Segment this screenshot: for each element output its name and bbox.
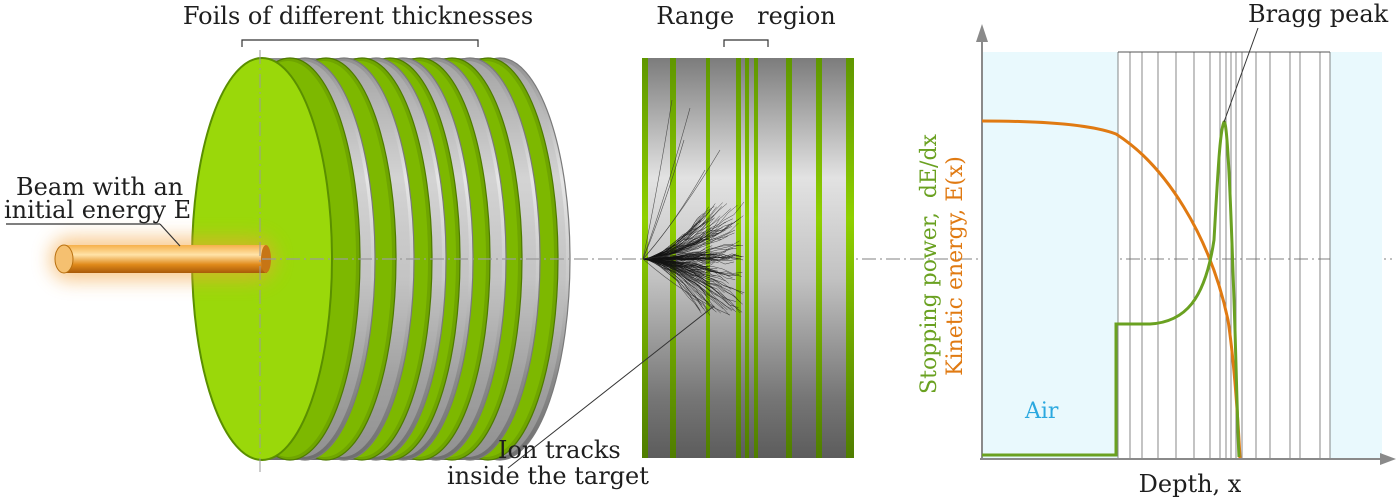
ion-tracks-label-line2: inside the target [447, 462, 649, 490]
ion-tracks-leader [507, 305, 715, 469]
green-foil-strip [642, 58, 648, 458]
green-foil-strip [736, 58, 741, 458]
bragg-curve-chart: Bragg peak Air Depth, x Stopping power, … [917, 0, 1396, 498]
ion-beam [50, 237, 275, 281]
metal-foil-strip [758, 58, 786, 458]
range-region-label: Range region [656, 2, 835, 30]
metal-foil-strip [792, 58, 816, 458]
foils-label: Foils of different thicknesses [183, 2, 533, 30]
metal-foil-strip [749, 58, 754, 458]
kinetic-energy-curve [981, 119, 1242, 459]
beam-label-line1: Beam with an [16, 173, 183, 201]
foil-boundary-lines [1117, 52, 1331, 459]
x-axis-arrow [1380, 453, 1396, 465]
bragg-peak-leader [1223, 27, 1259, 123]
ion-tracks-label-line1: Ion tracks [498, 436, 621, 464]
green-foil-strip [754, 58, 758, 458]
y-axis-arrow [976, 24, 988, 42]
air-label: Air [1024, 399, 1059, 424]
bragg-peak-label: Bragg peak [1248, 0, 1389, 28]
x-axis-label: Depth, x [1139, 470, 1242, 498]
green-foil-strip [846, 58, 854, 458]
green-foil-strip [745, 58, 749, 458]
green-foil-strip [786, 58, 792, 458]
metal-foil-strip [741, 58, 745, 458]
air-region-left [982, 52, 1118, 458]
metal-foil-strip [822, 58, 846, 458]
y-axis-label-stopping-power: Stopping power, dE/dx [917, 133, 942, 394]
ion-tracks [642, 99, 745, 316]
range-region-bracket [723, 39, 769, 47]
beam-label-leader-2 [159, 223, 181, 247]
beam-label-line2: initial energy E [4, 196, 191, 224]
green-foil-strip [816, 58, 822, 458]
foils-bracket [241, 39, 479, 47]
y-axis-label-kinetic-energy: Kinetic energy, E(x) [943, 156, 968, 376]
air-region-right [1330, 52, 1382, 458]
